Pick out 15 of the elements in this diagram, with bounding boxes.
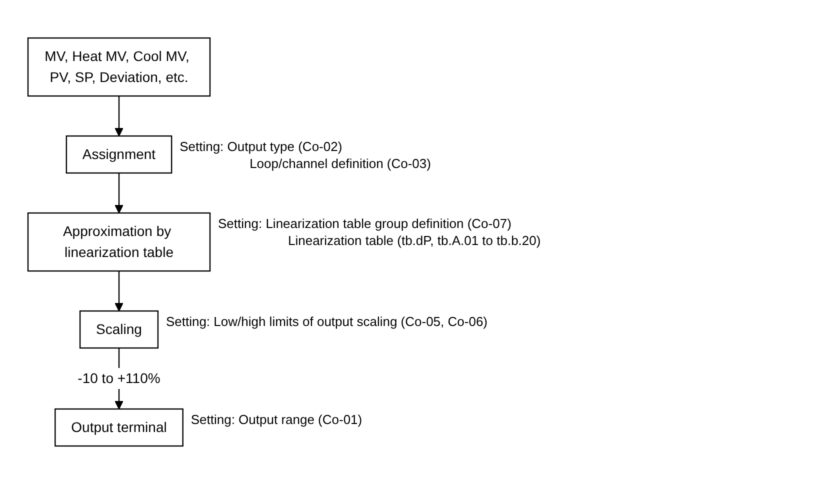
edge-label: -10 to +110% [78,370,160,386]
setting-note: Setting: Low/high limits of output scaling (Co-05, Co-06) [166,313,488,330]
setting-note: Setting: Output type (Co-02) [180,138,344,155]
arrow [114,173,124,214]
setting-note: Linearization table (tb.dP, tb.A.01 to tb.b.20) [287,232,541,249]
setting-note: Loop/channel definition (Co-03) [248,155,431,172]
node-box: MV, Heat MV, Cool MV, PV, SP, Deviation, etc. [27,37,211,97]
node-box: Approximation by linearization table [27,212,211,272]
setting-note: Setting: Output range (Co-01) [190,411,362,428]
node-box: Assignment [66,135,172,174]
setting-note: Setting: Linearization table group definition (Co-07) [218,215,512,232]
node-box: Output terminal [54,408,184,447]
arrow [114,271,124,312]
node-box: Scaling [79,310,159,349]
arrow [114,96,124,136]
